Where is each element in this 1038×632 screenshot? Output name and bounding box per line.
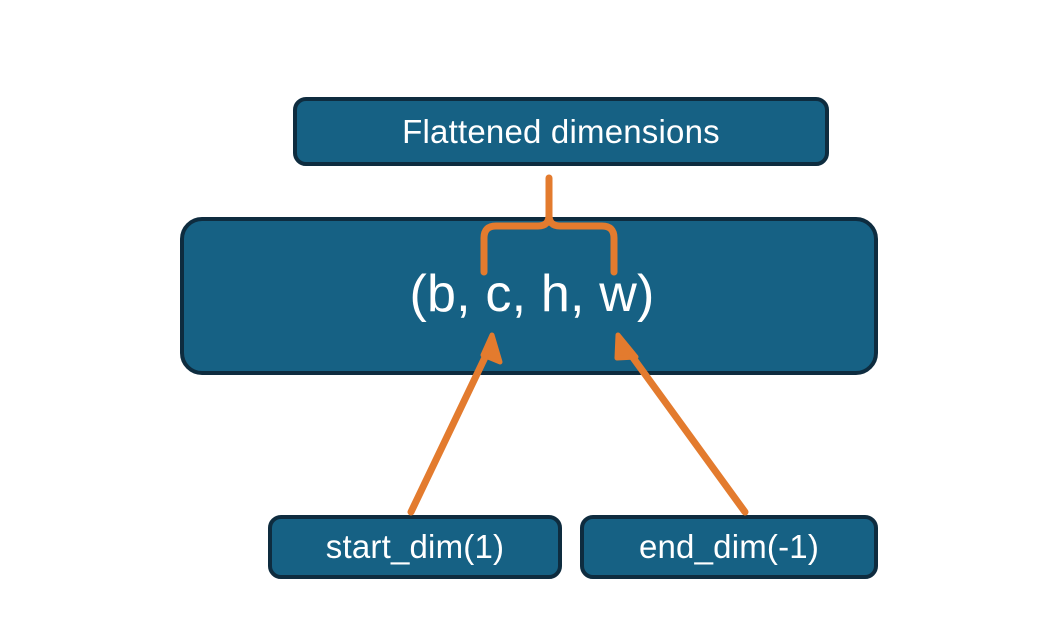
node-tensor-shape-label: (b, c, h, w) — [409, 265, 655, 323]
node-end-dim: end_dim(-1) — [580, 515, 878, 579]
node-flattened-dimensions: Flattened dimensions — [293, 97, 829, 166]
node-start-dim: start_dim(1) — [268, 515, 562, 579]
node-flattened-dimensions-label: Flattened dimensions — [402, 112, 720, 150]
node-end-dim-label: end_dim(-1) — [638, 528, 820, 565]
node-tensor-shape: (b, c, h, w) — [180, 217, 878, 375]
node-start-dim-label: start_dim(1) — [325, 528, 505, 565]
